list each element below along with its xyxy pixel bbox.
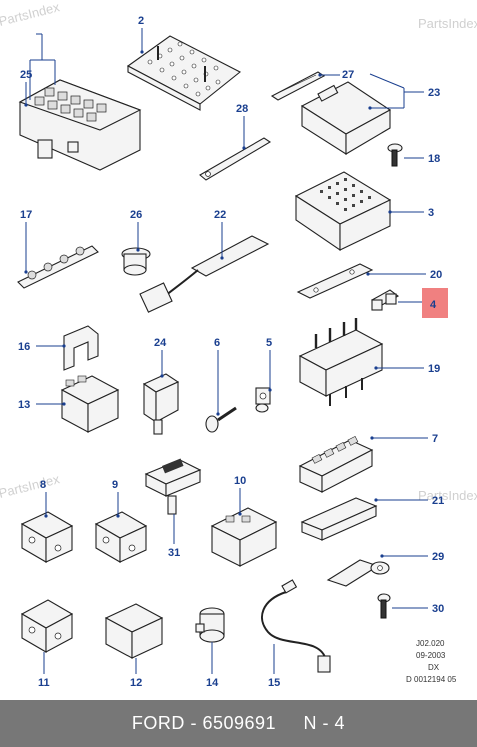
footer-part-number: 6509691: [202, 713, 277, 733]
part-module-housing[interactable]: [210, 507, 278, 567]
part-cover-strip[interactable]: [300, 497, 378, 541]
part-mounting-plate[interactable]: [296, 263, 374, 299]
callout-15: 15: [268, 677, 280, 689]
part-connector-plug[interactable]: [142, 373, 180, 435]
part-connector-12[interactable]: [104, 603, 164, 659]
callout-5: 5: [266, 337, 272, 349]
callout-24: 24: [154, 337, 167, 349]
part-grommet[interactable]: [121, 247, 151, 276]
footer-sep: -: [190, 713, 197, 733]
part-connector-strip[interactable]: [270, 71, 326, 101]
callout-17: 17: [20, 209, 32, 221]
footer-position: N - 4: [303, 713, 346, 733]
part-connector-9[interactable]: [94, 511, 148, 563]
callout-16: 16: [18, 341, 30, 353]
part-socket[interactable]: [144, 458, 202, 515]
parts-diagram: PartsIndex PartsIndex PartsIndex PartsIn…: [0, 0, 477, 689]
ref-date: 09-2003: [416, 651, 446, 660]
callout-27: 27: [342, 69, 354, 81]
callout-20: 20: [430, 269, 442, 281]
part-bracket[interactable]: [199, 137, 272, 181]
callout-28: 28: [236, 103, 248, 115]
footer-bar: FORD - 6509691 N - 4: [0, 700, 477, 747]
part-retainer[interactable]: [255, 387, 271, 413]
callout-4-highlight: [422, 288, 448, 318]
part-connector-8[interactable]: [20, 511, 74, 563]
ref-code: J02.020: [416, 639, 445, 648]
callout-25: 25: [20, 69, 32, 81]
callout-4: 4: [430, 299, 437, 311]
part-connector-11[interactable]: [20, 599, 74, 653]
callout-23: 23: [428, 87, 440, 99]
callout-19: 19: [428, 363, 440, 375]
ref-variant: DX: [428, 663, 440, 672]
watermark-top-right: PartsIndex: [418, 16, 477, 31]
ref-doc: D 0012194 05: [406, 675, 457, 684]
part-sensor-bracket[interactable]: [326, 559, 390, 587]
callout-11: 11: [38, 677, 50, 689]
part-fuse-holder-grid[interactable]: [126, 35, 242, 111]
watermark-mid-right: PartsIndex: [418, 488, 477, 503]
callout-10: 10: [234, 475, 246, 487]
part-wiring-lead[interactable]: [261, 579, 331, 673]
part-screw[interactable]: [387, 143, 403, 167]
callout-7: 7: [432, 433, 438, 445]
part-sensor-harness[interactable]: [139, 235, 270, 313]
part-junction-block[interactable]: [294, 171, 392, 252]
callout-2: 2: [138, 15, 144, 27]
part-bolt[interactable]: [205, 406, 237, 433]
part-relay-pins[interactable]: [298, 318, 384, 406]
callout-21: 21: [432, 495, 444, 507]
part-plug[interactable]: [195, 607, 225, 643]
callout-30: 30: [432, 603, 444, 615]
callout-18: 18: [428, 153, 440, 165]
watermark-mid-left: PartsIndex: [0, 471, 62, 501]
part-clip-highlighted[interactable]: [370, 289, 400, 311]
callout-3: 3: [428, 207, 434, 219]
part-switch-block[interactable]: [298, 435, 374, 493]
footer-brand: FORD: [131, 713, 185, 733]
callout-13: 13: [18, 399, 30, 411]
callout-31: 31: [168, 547, 180, 559]
callout-8: 8: [40, 479, 46, 491]
callout-6: 6: [214, 337, 220, 349]
callout-14: 14: [206, 677, 219, 689]
part-terminal-strip[interactable]: [17, 245, 99, 289]
part-connector-housing[interactable]: [60, 375, 120, 433]
callout-9: 9: [112, 479, 118, 491]
callout-26: 26: [130, 209, 142, 221]
part-clip[interactable]: [63, 325, 99, 371]
part-screw-30[interactable]: [377, 593, 391, 619]
part-relay-box[interactable]: [300, 81, 392, 156]
callout-29: 29: [432, 551, 444, 563]
callout-22: 22: [214, 209, 226, 221]
callout-12: 12: [130, 677, 142, 689]
watermark-top-left: PartsIndex: [0, 0, 62, 29]
part-fuse-box[interactable]: [18, 79, 142, 171]
